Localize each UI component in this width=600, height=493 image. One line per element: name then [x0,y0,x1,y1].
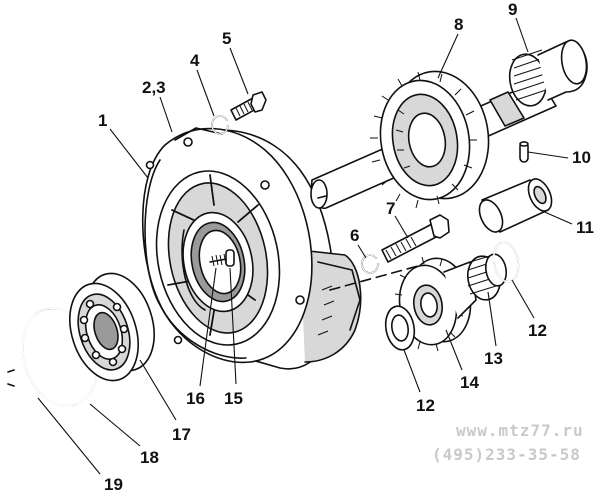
callout-2-3: 2,3 [142,78,166,97]
part-4-lock-washer [211,115,229,135]
callout-5: 5 [222,29,231,48]
part-15-pin [225,249,235,267]
callout-17: 17 [172,425,191,444]
callout-13: 13 [484,349,503,368]
callout-9: 9 [508,0,517,19]
callout-15: 15 [224,389,243,408]
part-12-thrust-washer-left [384,305,416,351]
part-6-lock-washer [361,254,379,274]
callout-4: 4 [190,51,200,70]
watermark-phone: (495)233-35-58 [432,445,581,464]
callout-14: 14 [460,373,479,392]
part-11-sleeve [478,178,553,233]
part-19-snap-ring [6,354,61,402]
callout-11: 11 [576,218,594,237]
callout-8: 8 [454,15,463,34]
callout-19: 19 [104,475,123,493]
callout-labels: 1 2,3 4 5 6 7 8 9 10 11 12 13 14 12 15 1… [98,0,594,493]
callout-10: 10 [572,148,591,167]
callout-6: 6 [350,226,359,245]
callout-12-left: 12 [416,396,435,415]
assembly-axis-line [329,259,441,291]
part-8-gear-and-shaft [310,70,557,209]
watermark: www.mtz77.ru (495)233-35-58 [432,421,584,464]
part-12-thrust-washer-right [492,241,520,283]
leader-lines [37,17,573,475]
part-1-housing [141,127,362,370]
part-10-dowel-pin [519,141,529,163]
part-14-spur-gear [394,256,477,352]
callout-18: 18 [140,448,159,467]
part-7-bolt [381,214,450,263]
part-9-shaft-spline-gear [508,39,588,107]
watermark-site: www.mtz77.ru [456,421,584,440]
callout-7: 7 [386,199,395,218]
callout-12-right: 12 [528,321,547,340]
callout-16: 16 [186,389,205,408]
callout-1: 1 [98,111,107,130]
part-17-ball-bearing [69,272,155,382]
part-5-bolt [230,91,267,121]
